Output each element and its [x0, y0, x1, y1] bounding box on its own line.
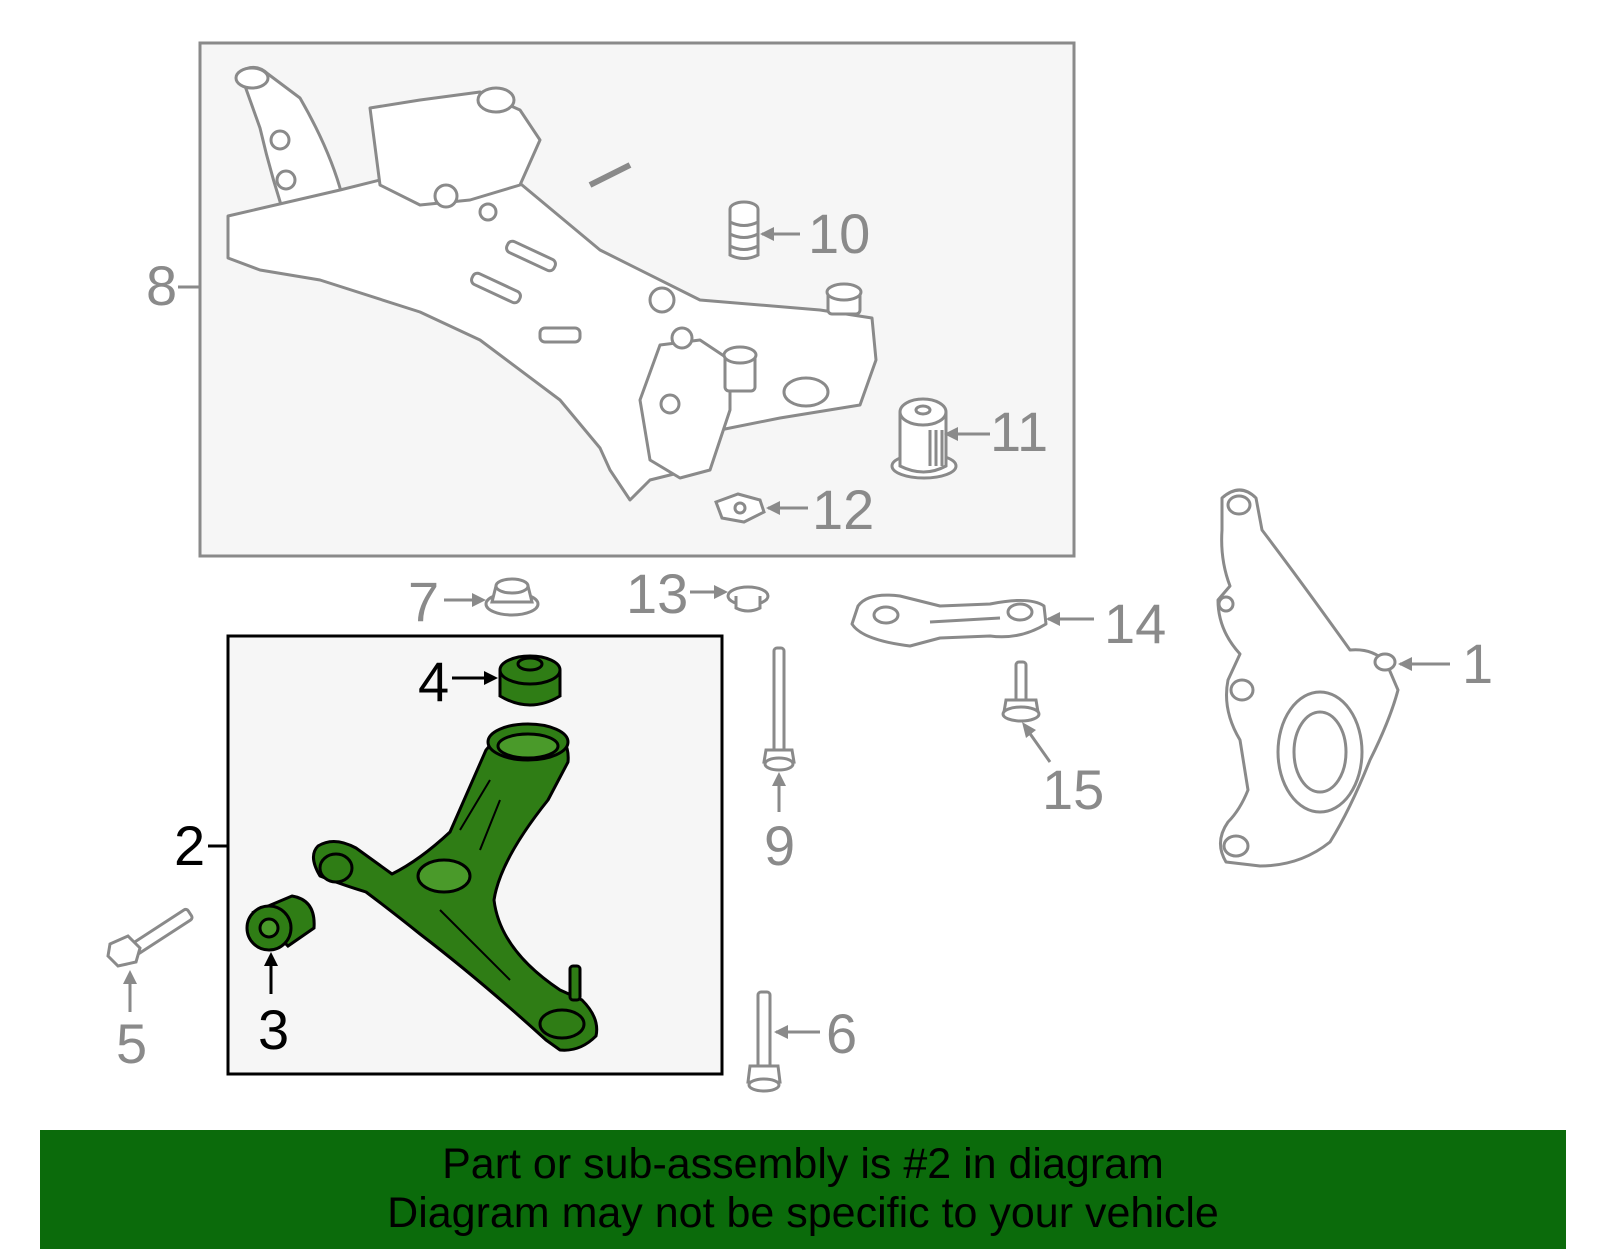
bushing-part-4[interactable]: [498, 654, 562, 707]
callout-14: 14: [1104, 592, 1167, 655]
callout-5: 5: [116, 1012, 148, 1075]
arrow-icon: [1022, 722, 1036, 738]
callout-15: 15: [1042, 758, 1105, 821]
bushing-part-3[interactable]: [245, 894, 316, 952]
nut-part-13[interactable]: [726, 585, 770, 613]
bushing-part-10[interactable]: [728, 200, 760, 260]
callout-12: 12: [812, 478, 875, 541]
bolt-part-6[interactable]: [746, 990, 782, 1093]
callout-7: 7: [408, 570, 440, 633]
callout-11: 11: [990, 400, 1049, 463]
nut-part-7[interactable]: [484, 577, 540, 617]
arrow-icon: [1046, 612, 1060, 626]
callout-1: 1: [1462, 632, 1494, 695]
arrow-icon: [774, 1025, 788, 1039]
arrow-icon: [760, 227, 774, 241]
mount-bushing-part-11[interactable]: [890, 397, 958, 480]
bracket-part-14[interactable]: [850, 593, 1048, 648]
arrow-icon: [484, 671, 498, 685]
callout-13: 13: [626, 562, 689, 625]
arrow-icon: [714, 585, 728, 599]
callout-9: 9: [764, 814, 796, 877]
arrow-icon: [772, 772, 786, 786]
arrow-icon: [944, 427, 958, 441]
footer-banner: Part or sub-assembly is #2 in diagram Di…: [40, 1130, 1566, 1249]
banner-line-1: Part or sub-assembly is #2 in diagram: [442, 1140, 1164, 1188]
callout-10: 10: [808, 202, 871, 265]
callout-2: 2: [174, 814, 206, 877]
knuckle-part-1[interactable]: [1216, 488, 1400, 868]
arrow-icon: [472, 593, 486, 607]
bolt-part-15[interactable]: [1001, 660, 1041, 723]
callout-4: 4: [418, 650, 450, 713]
crossmember-part-8[interactable]: [226, 66, 878, 502]
arrow-icon: [766, 501, 780, 515]
arrow-icon: [123, 970, 137, 984]
banner-line-2: Diagram may not be specific to your vehi…: [387, 1189, 1219, 1237]
bolt-part-9[interactable]: [762, 646, 796, 772]
callout-6: 6: [826, 1002, 858, 1065]
plate-part-12[interactable]: [714, 492, 766, 524]
callout-8: 8: [146, 254, 178, 317]
bolt-part-5[interactable]: [106, 907, 194, 968]
arrow-icon: [1398, 657, 1412, 671]
callout-3: 3: [258, 998, 290, 1061]
lower-control-arm-part-2[interactable]: [312, 722, 599, 1052]
arrow-icon: [264, 952, 278, 966]
